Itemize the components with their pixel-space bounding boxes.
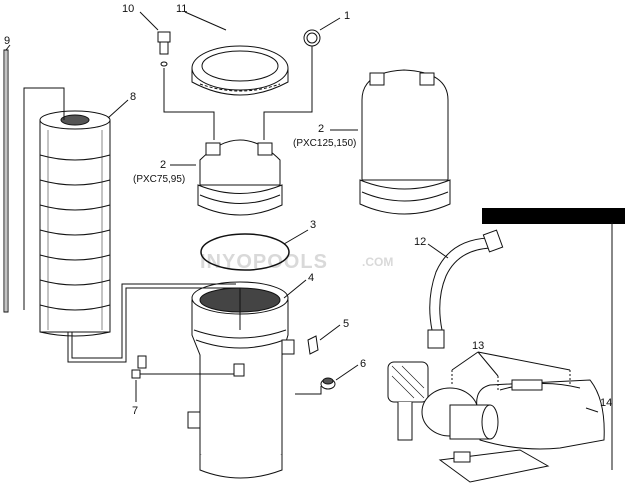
part-12-hose[interactable] bbox=[427, 229, 504, 349]
callout-9: 9 bbox=[4, 35, 10, 47]
callout-7: 7 bbox=[132, 405, 138, 417]
callout-8: 8 bbox=[130, 91, 136, 103]
note-large-head: (PXC125,150) bbox=[293, 138, 356, 149]
note-small-head: (PXC75,95) bbox=[133, 174, 185, 185]
part-11-locking-ring[interactable] bbox=[191, 45, 289, 96]
part-5-clip[interactable] bbox=[307, 335, 319, 355]
callout-5: 5 bbox=[343, 318, 349, 330]
part-14-pump-base[interactable] bbox=[438, 379, 605, 483]
part-6-drain-cap[interactable] bbox=[295, 377, 336, 395]
part-9-rod[interactable] bbox=[3, 49, 9, 313]
part-8-cartridge[interactable] bbox=[39, 110, 111, 337]
callout-2-large: 2 bbox=[318, 123, 324, 135]
part-10-air-relief-valve[interactable] bbox=[157, 31, 171, 67]
callout-3: 3 bbox=[310, 219, 316, 231]
black-banner bbox=[482, 208, 625, 224]
callout-14: 14 bbox=[600, 397, 612, 409]
callout-12: 12 bbox=[414, 236, 426, 248]
svg-text:INYOPOOLS: INYOPOOLS bbox=[200, 251, 328, 273]
part-7-clamp[interactable] bbox=[131, 355, 245, 379]
part-13-bolts[interactable] bbox=[451, 351, 571, 392]
leader-lines-cartridge bbox=[23, 87, 241, 363]
part-3-o-ring[interactable] bbox=[200, 233, 290, 271]
callout-4: 4 bbox=[308, 272, 314, 284]
part-2-filter-head-large[interactable] bbox=[359, 69, 451, 215]
callout-leaders bbox=[5, 11, 599, 413]
part-4-filter-tank[interactable] bbox=[187, 281, 295, 479]
callout-1: 1 bbox=[344, 10, 350, 22]
pump-motor[interactable] bbox=[387, 361, 499, 441]
callout-13: 13 bbox=[472, 340, 484, 352]
svg-text:.COM: .COM bbox=[362, 255, 393, 269]
part-1-pressure-gauge[interactable] bbox=[303, 29, 321, 56]
callout-10: 10 bbox=[122, 3, 134, 15]
watermark: INYOPOOLS .COM bbox=[200, 251, 393, 273]
callout-2-small: 2 bbox=[160, 159, 166, 171]
callout-11: 11 bbox=[176, 3, 187, 15]
part-2-filter-head-small[interactable] bbox=[197, 139, 283, 216]
callout-6: 6 bbox=[360, 358, 366, 370]
leader-lines-valves bbox=[163, 56, 313, 140]
